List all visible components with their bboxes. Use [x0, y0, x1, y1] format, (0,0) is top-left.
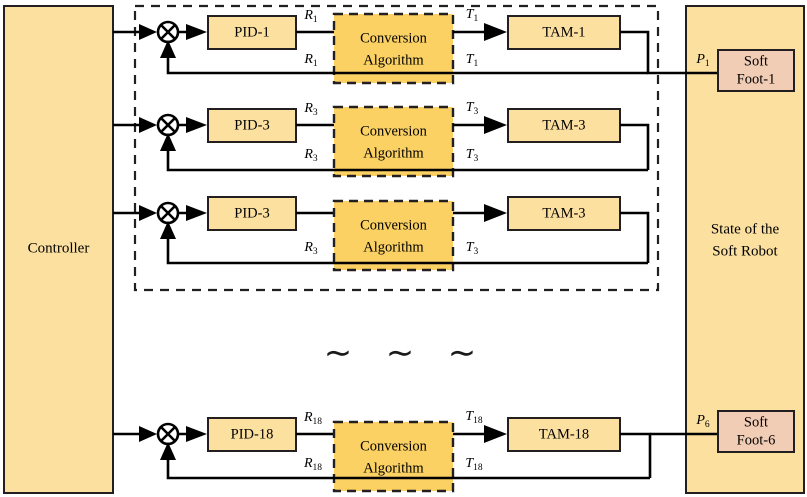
state-label-line2: Soft Robot	[712, 243, 778, 259]
row-1-conversion-block[interactable]	[332, 12, 455, 85]
soft-foot-1-label-line2: Foot-1	[737, 71, 776, 87]
row-2-arrowhead-to-pid	[186, 117, 207, 133]
controller-block[interactable]	[3, 5, 114, 494]
row-1-feedback-signal-label: R1	[303, 52, 318, 69]
row-3-pid-label: PID-3	[234, 205, 269, 221]
row-4-feedback-signal-label: R18	[303, 456, 322, 473]
soft-foot-1-block[interactable]	[717, 49, 795, 92]
row-3-feedback-arrowhead	[160, 221, 176, 239]
row-2-wire-tam-to-bus	[620, 123, 650, 170]
row-4-group: PID-18 R18 Conversion Algorithm T18 TAM-…	[113, 409, 718, 493]
row-3-tam-block[interactable]	[507, 196, 621, 231]
row-2-sum-cross	[160, 117, 176, 133]
row-1-pid-label: PID-1	[234, 24, 269, 40]
row-2-forward-signal-label: R3	[303, 101, 318, 118]
row-1-conversion-label-line2: Algorithm	[363, 52, 424, 68]
row-4-forward-signal-label: R18	[303, 410, 322, 427]
row-4-conversion-label-line1: Conversion	[360, 438, 428, 454]
soft-foot-6-label-line1: Soft	[744, 414, 768, 430]
soft-foot-6-label-line2: Foot-6	[737, 432, 776, 448]
soft-foot-6-group: Soft Foot-6 P6	[695, 410, 795, 453]
ellipsis-tilde-2: ∼	[386, 335, 415, 372]
row-3-feedback-torque-label: T3	[466, 240, 479, 257]
row-3-arrowhead-to-pid	[186, 205, 207, 221]
row-2-feedback-signal-label: R3	[303, 147, 318, 164]
row-3-conversion-label-line2: Algorithm	[363, 239, 424, 255]
row-3-group: PID-3 Conversion Algorithm TAM-3 R3 T3	[113, 196, 650, 272]
row-2-pid-label: PID-3	[234, 117, 269, 133]
row-2-tam-block[interactable]	[507, 108, 621, 143]
ellipsis-group: ∼ ∼ ∼	[324, 335, 477, 372]
row-4-tam-label: TAM-18	[539, 426, 589, 442]
row-1-tam-label: TAM-1	[542, 24, 585, 40]
row-2-group: PID-3 R3 Conversion Algorithm T3 TAM-3 R…	[113, 100, 650, 178]
row-3-feedback-wire	[166, 228, 648, 265]
soft-foot-1-pressure-label: P1	[695, 52, 710, 69]
soft-foot-6-block[interactable]	[717, 410, 795, 453]
row-2-feedback-arrowhead	[160, 133, 176, 151]
row-4-sum-cross	[160, 426, 176, 442]
row-1-arrowhead-to-sum	[139, 24, 157, 40]
row-3-arrowhead-to-sum	[139, 205, 157, 221]
row-4-feedback-arrowhead	[160, 442, 176, 460]
row-2-pid-block[interactable]	[207, 108, 297, 143]
row-4-conversion-block[interactable]	[332, 420, 455, 493]
row-3-conversion-label-line1: Conversion	[360, 217, 428, 233]
dashed-group-boundary	[133, 4, 660, 292]
row-2-conversion-block[interactable]	[332, 105, 455, 178]
row-1-feedback-torque-label: T1	[466, 52, 479, 69]
row-1-group: PID-1 R1 Conversion Algorithm T1 TAM-1 R…	[113, 7, 718, 85]
row-2-feedback-torque-label: T3	[466, 147, 479, 164]
row-3-tam-label: TAM-3	[542, 205, 585, 221]
row-3-wire-tam-to-bus	[620, 211, 650, 263]
soft-foot-1-group: Soft Foot-1 P1	[695, 49, 795, 92]
ellipsis-tilde-3: ∼	[448, 335, 477, 372]
row-4-feedback-torque-label: T18	[465, 456, 483, 473]
row-2-tam-label: TAM-3	[542, 117, 585, 133]
row-4-pid-block[interactable]	[207, 417, 297, 452]
row-2-conversion-label-line2: Algorithm	[363, 145, 424, 161]
controller-label: Controller	[28, 240, 90, 256]
row-1-arrowhead-to-pid	[186, 24, 207, 40]
row-1-forward-torque-label: T1	[466, 7, 479, 24]
row-3-conversion-block[interactable]	[332, 199, 455, 272]
row-1-conversion-label-line1: Conversion	[360, 30, 428, 46]
row-4-pid-label: PID-18	[231, 426, 274, 442]
state-label-line1: State of the	[711, 221, 780, 237]
row-4-wire-tam-to-state	[620, 432, 652, 478]
row-4-tam-block[interactable]	[507, 417, 621, 452]
row-4-arrowhead-to-sum	[139, 426, 157, 442]
row-4-forward-torque-label: T18	[465, 409, 483, 426]
row-1-feedback-arrowhead	[160, 40, 176, 58]
row-2-arrowhead-to-sum	[139, 117, 157, 133]
row-1-arrowhead-to-tam	[484, 23, 507, 41]
row-1-wire-tam-to-state	[620, 30, 718, 75]
soft-foot-1-label-line1: Soft	[744, 53, 768, 69]
row-2-forward-torque-label: T3	[466, 100, 479, 117]
row-4-arrowhead-to-pid	[186, 426, 207, 442]
row-2-arrowhead-to-tam	[484, 116, 507, 134]
row-4-conversion-label-line2: Algorithm	[363, 460, 424, 476]
soft-foot-6-pressure-label: P6	[695, 413, 710, 430]
row-3-pid-block[interactable]	[207, 196, 297, 231]
row-2-conversion-label-line1: Conversion	[360, 123, 428, 139]
row-4-arrowhead-to-tam	[484, 425, 507, 443]
ellipsis-tilde-1: ∼	[324, 335, 353, 372]
row-1-sum-cross	[160, 24, 176, 40]
row-3-sum-cross	[160, 205, 176, 221]
row-3-feedback-signal-label: R3	[303, 240, 318, 257]
row-3-arrowhead-to-tam	[484, 204, 507, 222]
row-1-forward-signal-label: R1	[303, 8, 318, 25]
